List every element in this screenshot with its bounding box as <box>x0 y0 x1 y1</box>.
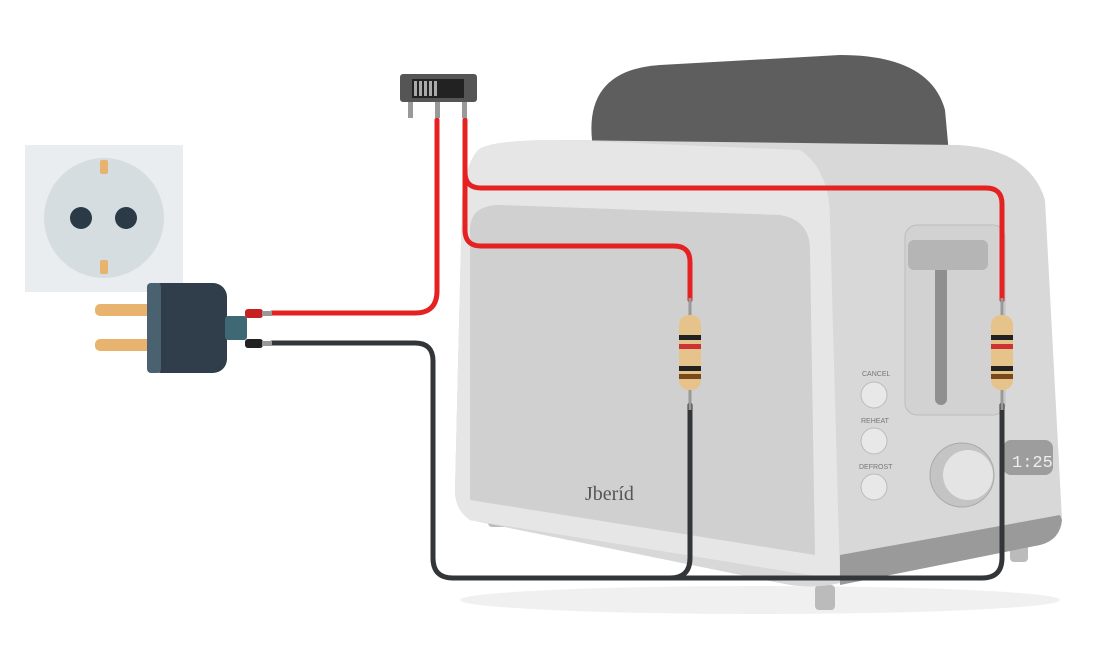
timer-display <box>1003 440 1053 475</box>
socket-hole-icon <box>70 207 92 229</box>
timer-text: 1:25 <box>1012 454 1053 473</box>
brand-logo: Jberíd <box>585 483 634 505</box>
reheat-label: REHEAT <box>861 418 890 425</box>
wires <box>269 117 1005 581</box>
socket-hole-icon <box>115 207 137 229</box>
resistor-right <box>991 298 1013 410</box>
defrost-label: DEFROST <box>859 464 893 471</box>
cancel-button[interactable] <box>860 381 888 409</box>
cancel-label: CANCEL <box>862 371 891 378</box>
toaster: CANCEL REHEAT DEFROST 1:25 Jberíd <box>455 55 1062 614</box>
resistor-left <box>679 298 701 410</box>
wall-outlet <box>25 145 183 292</box>
slide-switch[interactable] <box>400 74 477 118</box>
red-wire-switch-resistor-left <box>462 169 693 303</box>
toast-bread <box>591 55 950 165</box>
defrost-button[interactable] <box>860 473 888 501</box>
plug <box>95 283 272 373</box>
black-wire-plug <box>269 340 693 581</box>
black-wire-right <box>667 402 1005 581</box>
red-wire-plug-switch <box>269 117 440 316</box>
reheat-button[interactable] <box>860 427 888 455</box>
